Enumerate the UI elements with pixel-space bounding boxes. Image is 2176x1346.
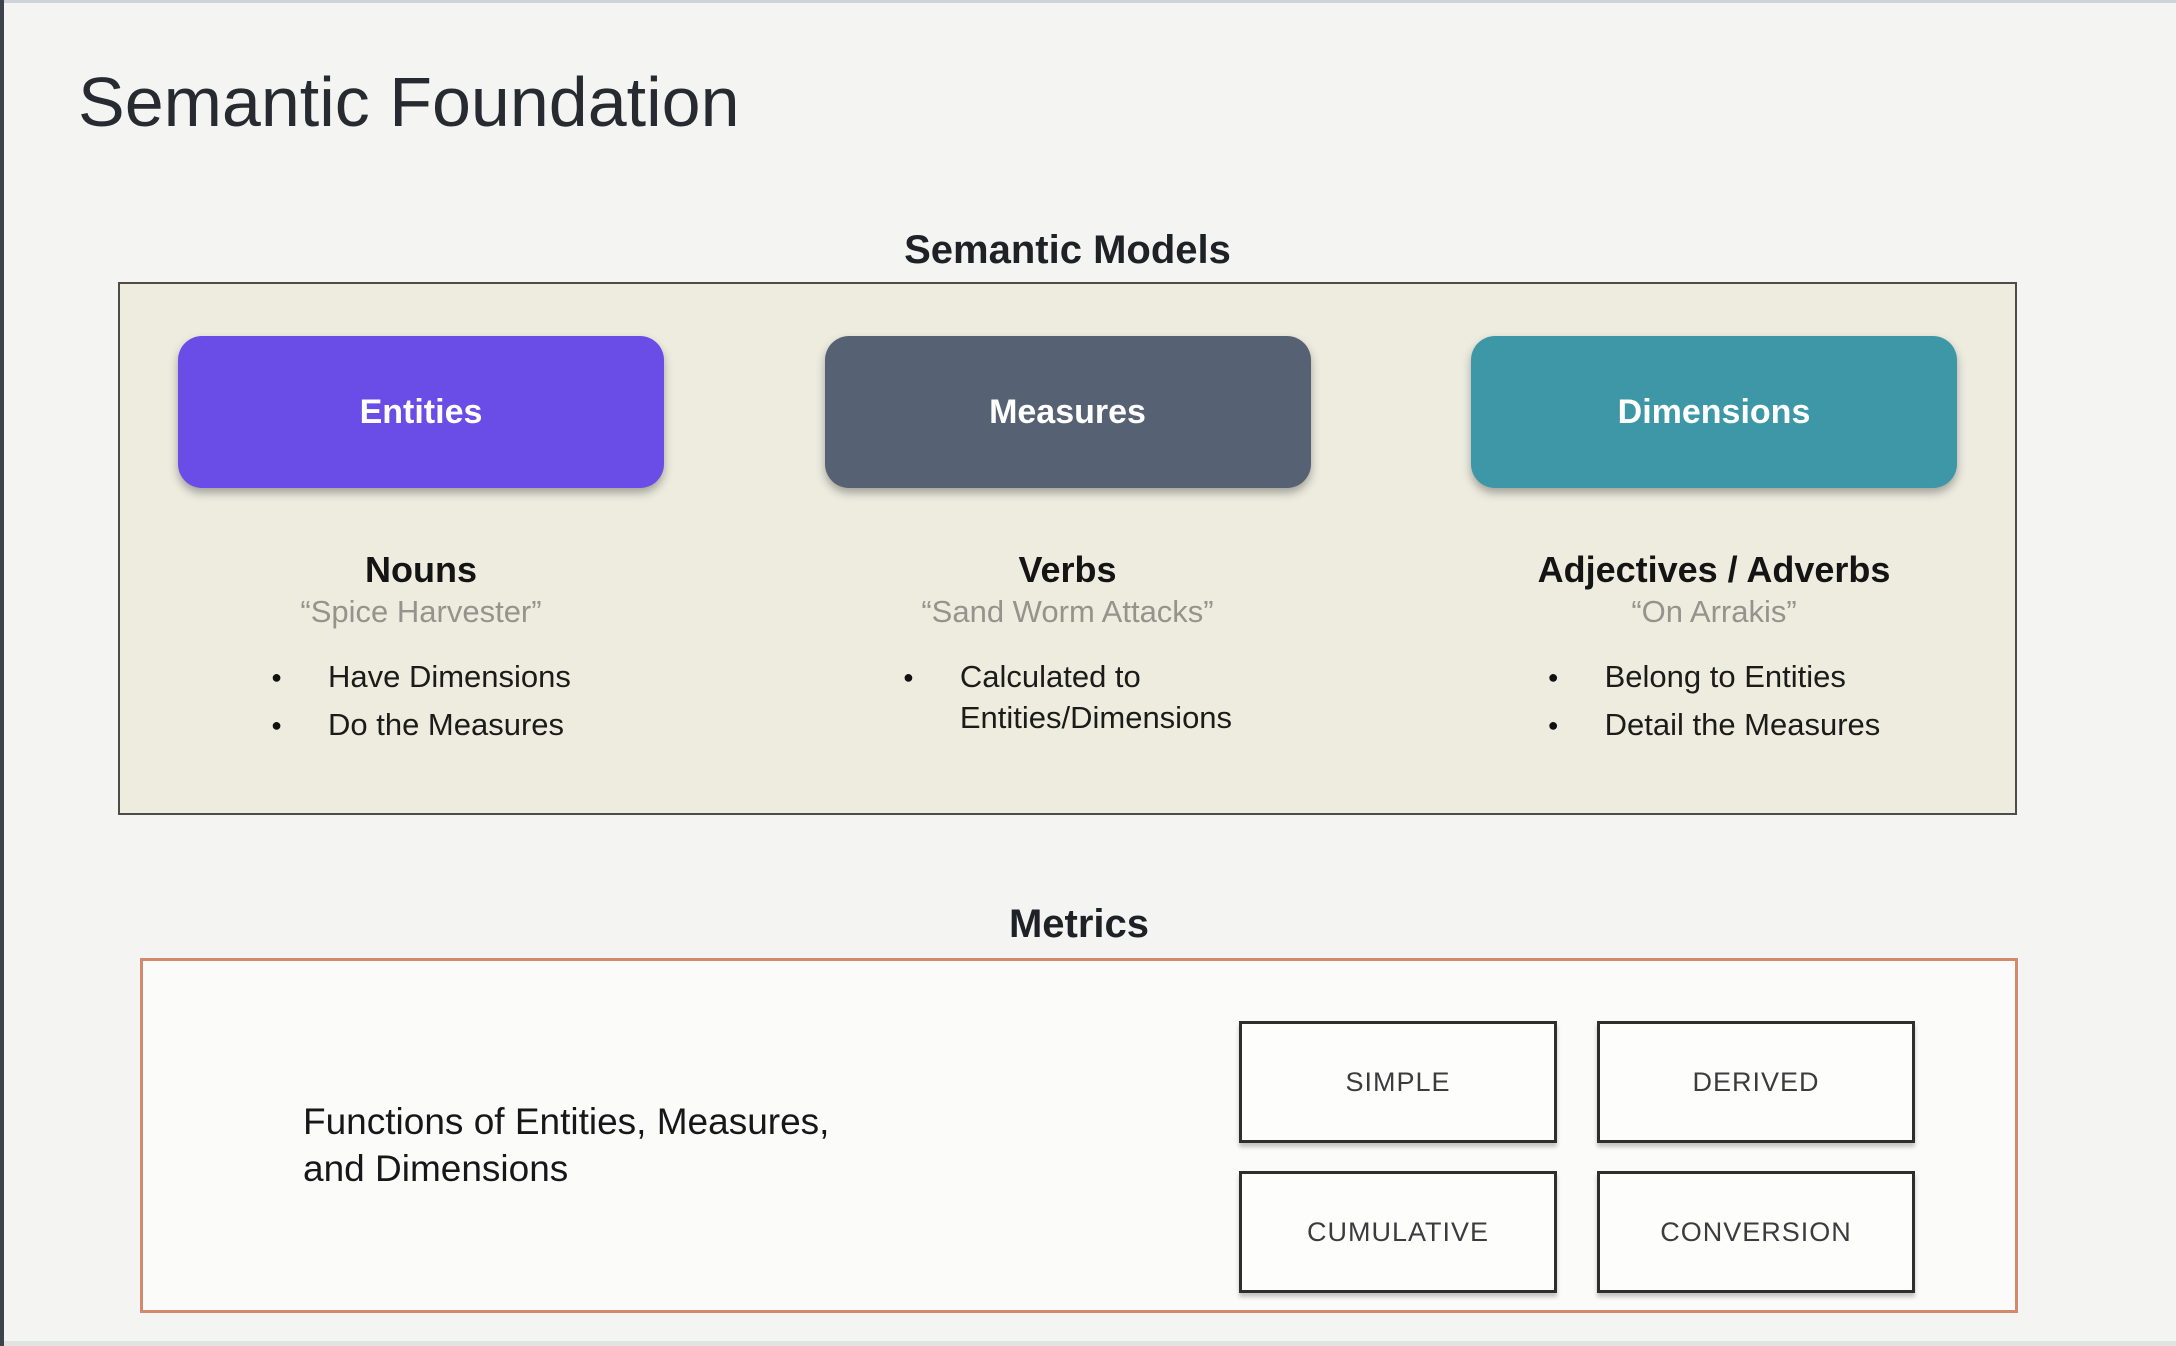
bullet-group: ● Have Dimensions ● Do the Measures [271, 657, 571, 746]
metric-box-label: SIMPLE [1345, 1066, 1451, 1097]
frame-top-edge [0, 0, 2176, 3]
entities-word-type: Nouns [365, 549, 477, 590]
measures-bullet-list: ● Calculated to Entities/Dimensions [825, 657, 1311, 739]
dimensions-example-quote: “On Arrakis” [1631, 593, 1797, 629]
entities-example-quote: “Spice Harvester” [300, 593, 542, 629]
metrics-heading: Metrics [1008, 902, 1150, 946]
frame-bottom-edge [0, 1341, 2176, 1346]
measures-word-type: Verbs [1018, 549, 1117, 590]
bullet-text: Belong to Entities [1604, 658, 1846, 694]
measures-pill: Measures [824, 336, 1311, 488]
dimensions-pill-label: Dimensions [1617, 392, 1811, 431]
page-title: Semantic Foundation [78, 63, 740, 141]
bullet-item: ● Detail the Measures [1548, 705, 1881, 746]
bullet-dot-icon: ● [271, 714, 282, 735]
metric-box-derived: DERIVED [1597, 1021, 1915, 1143]
dimensions-pill: Dimensions [1471, 336, 1957, 488]
metric-box-cumulative: CUMULATIVE [1239, 1171, 1557, 1293]
metric-type-grid: SIMPLE DERIVED CUMULATIVE CONVERSION [1239, 1021, 1915, 1293]
metric-box-conversion: CONVERSION [1597, 1171, 1915, 1293]
metrics-panel: Functions of Entities, Measures, and Dim… [140, 958, 2018, 1313]
metric-box-label: CONVERSION [1660, 1216, 1852, 1247]
entities-bullet-list: ● Have Dimensions ● Do the Measures [178, 657, 664, 746]
bullet-dot-icon: ● [1547, 666, 1559, 687]
metric-box-label: CUMULATIVE [1306, 1216, 1490, 1247]
bullet-item: ● Do the Measures [271, 705, 571, 746]
metric-box-label: DERIVED [1692, 1066, 1820, 1097]
metric-box-simple: SIMPLE [1239, 1021, 1557, 1143]
measures-example-quote: “Sand Worm Attacks” [921, 593, 1214, 629]
bullet-group: ● Belong to Entities ● Detail the Measur… [1548, 657, 1881, 746]
bullet-text: Do the Measures [327, 706, 565, 742]
column-dimensions: Dimensions Adjectives / Adverbs “On Arra… [1471, 284, 1957, 813]
entities-pill: Entities [178, 336, 664, 488]
measures-pill-label: Measures [989, 392, 1146, 431]
bullet-text: Detail the Measures [1604, 706, 1881, 742]
column-measures: Measures Verbs “Sand Worm Attacks” ● Cal… [824, 284, 1311, 813]
bullet-dot-icon: ● [271, 666, 282, 687]
bullet-text: Calculated to Entities/Dimensions [959, 658, 1233, 735]
bullet-item: ● Calculated to Entities/Dimensions [903, 657, 1232, 739]
bullet-item: ● Belong to Entities [1548, 657, 1881, 698]
semantic-models-panel: Entities Nouns “Spice Harvester” ● Have … [118, 282, 2017, 815]
entities-pill-label: Entities [359, 392, 483, 431]
column-entities: Entities Nouns “Spice Harvester” ● Have … [178, 284, 664, 813]
bullet-text: Have Dimensions [327, 658, 571, 694]
bullet-dot-icon: ● [1547, 714, 1559, 735]
bullet-dot-icon: ● [902, 666, 914, 687]
frame-left-edge [0, 0, 4, 1346]
bullet-group: ● Calculated to Entities/Dimensions [903, 657, 1232, 739]
metrics-description: Functions of Entities, Measures, and Dim… [303, 1101, 830, 1189]
semantic-models-heading: Semantic Models [904, 228, 1231, 272]
dimensions-bullet-list: ● Belong to Entities ● Detail the Measur… [1471, 657, 1957, 746]
bullet-item: ● Have Dimensions [271, 657, 571, 698]
dimensions-word-type: Adjectives / Adverbs [1537, 549, 1891, 590]
